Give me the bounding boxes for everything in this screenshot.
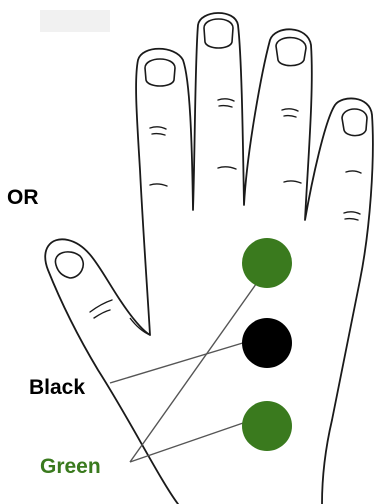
green-dot-bottom	[242, 401, 292, 451]
pinky-nail	[341, 108, 368, 137]
hand-outline	[44, 12, 374, 504]
ring-nail	[275, 36, 307, 67]
middle-nail	[203, 18, 234, 49]
black-label-to-black-dot	[109, 341, 247, 384]
leader-lines	[109, 269, 267, 463]
thumb-nail	[54, 251, 85, 279]
index-nail	[144, 58, 176, 87]
scan-smudge	[40, 10, 110, 32]
green-label-to-top-green-dot	[129, 269, 267, 463]
green-label-to-bottom-green-dot	[129, 421, 247, 463]
or-label: OR	[7, 186, 39, 209]
black-dot	[242, 318, 292, 368]
green-dot-top	[242, 238, 292, 288]
knuckle-creases	[89, 98, 362, 319]
green-label: Green	[40, 455, 101, 478]
thumb-crease	[129, 317, 151, 336]
black-label: Black	[29, 376, 86, 399]
